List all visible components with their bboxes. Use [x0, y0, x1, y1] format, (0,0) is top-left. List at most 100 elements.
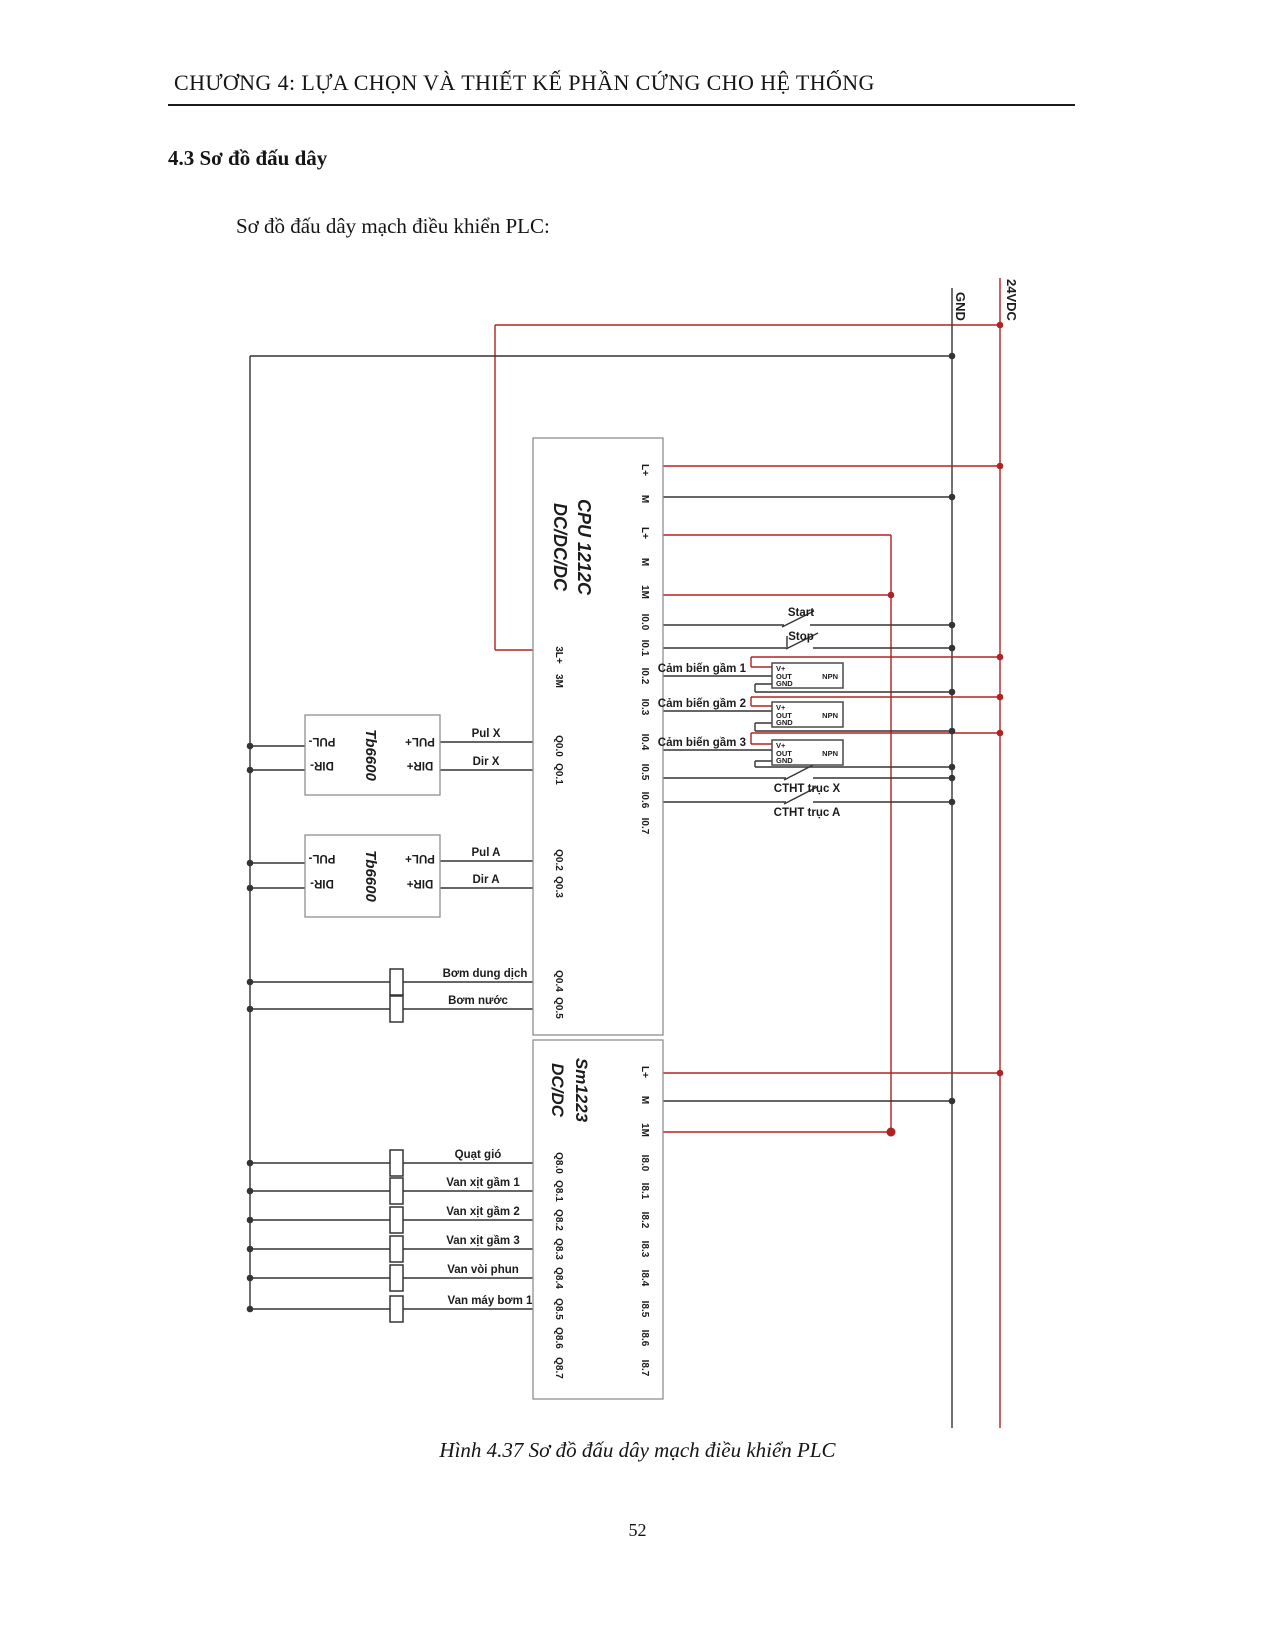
- red-junction-dot: [996, 729, 1004, 737]
- page-number: 52: [628, 1520, 647, 1540]
- ctht-x-blade: [783, 762, 818, 781]
- cpu-term-3m: 3M: [553, 674, 564, 688]
- van-xit-gam2-label: Van xịt gầm 2: [446, 1206, 520, 1218]
- sensor3-label: Cảm biến gầm 3: [658, 737, 746, 749]
- power-rail-label: 24VDC: [1004, 279, 1019, 322]
- black-junction-dot: [246, 1274, 254, 1282]
- bom-dung-dich-label: Bơm dung dịch: [443, 968, 528, 980]
- black-junction-dot: [948, 1097, 956, 1105]
- van-xit-gam1-label: Van xịt gầm 1: [446, 1177, 520, 1189]
- black-junction-dot: [246, 1305, 254, 1313]
- sm-term-lplus: L+: [639, 1066, 650, 1078]
- header-underline: [168, 104, 1075, 106]
- stop-blade: [785, 632, 819, 650]
- sm-term-q80: Q8.0: [553, 1152, 564, 1174]
- tb2-pul-plus-label: PUL+: [405, 852, 435, 864]
- black-junction-dot: [246, 884, 254, 892]
- sm-term-i80: I8.0: [639, 1155, 650, 1172]
- cpu-term-i02: I0.2: [639, 668, 650, 685]
- sm-term-i85: I8.5: [639, 1301, 650, 1318]
- load-quat-gio: [389, 1149, 404, 1177]
- tb6600-block-2: [304, 834, 441, 918]
- stop-label: Stop: [788, 631, 814, 643]
- sensor3-gnd: GND: [776, 756, 793, 765]
- black-junction-dot: [948, 352, 956, 360]
- sm-title-line2: DC/DC: [548, 1063, 567, 1118]
- cpu-block: [532, 437, 664, 1036]
- van-xit-gam3-label: Van xịt gầm 3: [446, 1235, 520, 1247]
- red-junction-dot: [996, 462, 1004, 470]
- cpu-term-m2: M: [639, 558, 650, 566]
- sm-term-q86: Q8.6: [553, 1327, 564, 1349]
- tb6600-block-1: [304, 714, 441, 796]
- black-junction-dot: [948, 688, 956, 696]
- cpu-term-q05: Q0.5: [553, 997, 564, 1019]
- cpu-term-i06: I0.6: [639, 792, 650, 809]
- sensor2-out: OUT: [776, 711, 792, 720]
- cpu-term-i03: I0.3: [639, 699, 650, 716]
- tb1-dir-plus-label: DIR+: [406, 759, 433, 771]
- tb2-dir-plus-label: DIR+: [406, 877, 433, 889]
- red-junction-dot: [996, 321, 1004, 329]
- tb2-title: Tb6600: [362, 850, 379, 902]
- cpu-term-3lplus: 3L+: [553, 646, 564, 664]
- tb1-pul-minus-label: PUL-: [308, 735, 335, 747]
- black-junction-dot: [948, 774, 956, 782]
- sm-term-i86: I8.6: [639, 1330, 650, 1347]
- figure-caption: Hình 4.37 Sơ đồ đấu dây mạch điều khiển …: [439, 1438, 836, 1462]
- sensor2-label: Cảm biến gầm 2: [658, 698, 746, 710]
- red-junction-dot: [887, 591, 895, 599]
- sensor2-gnd: GND: [776, 718, 793, 727]
- red-junction-dot: [996, 653, 1004, 661]
- section-heading: 4.3 Sơ đồ đấu dây: [168, 146, 328, 170]
- cpu-term-i01: I0.1: [639, 640, 650, 657]
- sm-term-i83: I8.3: [639, 1241, 650, 1258]
- intro-text: Sơ đồ đấu dây mạch điều khiển PLC:: [236, 214, 550, 238]
- black-junction-dot: [246, 978, 254, 986]
- sm-term-q84: Q8.4: [553, 1267, 564, 1289]
- sm-term-q82: Q8.2: [553, 1209, 564, 1231]
- black-junction-dot: [948, 621, 956, 629]
- black-junction-dot: [948, 727, 956, 735]
- sm-term-i87: I8.7: [639, 1360, 650, 1377]
- tb1-dir-minus-label: DIR-: [310, 759, 334, 771]
- black-junction-dot: [246, 1159, 254, 1167]
- sensor2-box: [771, 701, 844, 728]
- cpu-term-lplus2: L+: [639, 527, 650, 539]
- load-bom-nuoc: [389, 995, 404, 1023]
- sensor1-vplus: V+: [776, 664, 786, 673]
- bom-nuoc-label: Bơm nước: [448, 995, 508, 1007]
- ctht-a-blade: [783, 786, 818, 805]
- load-van-may-bom1: [389, 1295, 404, 1323]
- black-junction-dot: [246, 766, 254, 774]
- sm-term-m: M: [639, 1096, 650, 1104]
- red-junction-dot: [886, 1127, 896, 1137]
- pul-x-label: Pul X: [472, 728, 501, 740]
- start-blade: [781, 610, 815, 628]
- cpu-term-i04: I0.4: [639, 734, 650, 751]
- cpu-term-i07: I0.7: [639, 818, 650, 835]
- sensor3-vplus: V+: [776, 741, 786, 750]
- dir-a-label: Dir A: [472, 874, 499, 886]
- sensor3-out: OUT: [776, 749, 792, 758]
- sm-term-q85: Q8.5: [553, 1298, 564, 1320]
- cpu-term-q02: Q0.2: [553, 849, 564, 871]
- sensor1-label: Cảm biến gầm 1: [658, 663, 747, 675]
- dir-x-label: Dir X: [473, 756, 500, 768]
- chapter-header: CHƯƠNG 4: LỰA CHỌN VÀ THIẾT KẾ PHẦN CỨNG…: [174, 70, 875, 95]
- black-junction-dot: [948, 763, 956, 771]
- sensor1-npn: NPN: [822, 672, 838, 681]
- cpu-term-q01: Q0.1: [553, 763, 564, 785]
- sensor1-gnd: GND: [776, 679, 793, 688]
- cpu-term-m1: M: [639, 495, 650, 503]
- load-van-xit-gam2: [389, 1206, 404, 1234]
- sm-term-q83: Q8.3: [553, 1238, 564, 1260]
- tb1-pul-plus-label: PUL+: [405, 735, 435, 747]
- tb1-title: Tb6600: [362, 729, 379, 781]
- tb2-pul-minus-label: PUL-: [308, 852, 335, 864]
- sm-term-q87: Q8.7: [553, 1357, 564, 1379]
- sm-term-q81: Q8.1: [553, 1180, 564, 1202]
- sm-block: [532, 1039, 664, 1400]
